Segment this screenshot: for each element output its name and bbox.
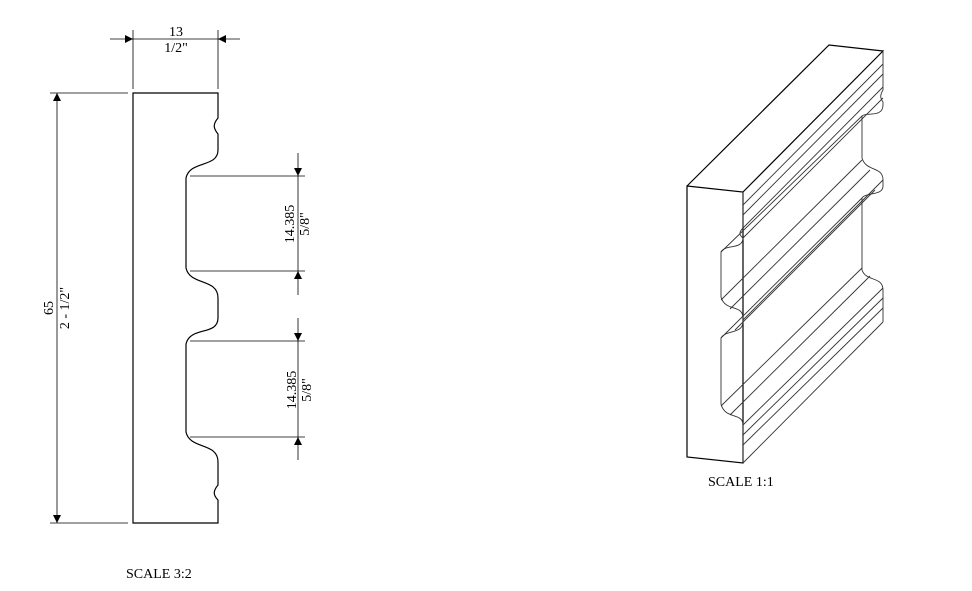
isometric-scale-label: SCALE 1:1: [708, 475, 774, 490]
height-dimension: 65 2 - 1/2": [42, 92, 128, 524]
groove-top-imperial-label: 5/8": [298, 212, 313, 236]
profile-outline: [132, 92, 219, 524]
profile-scale-label: SCALE 3:2: [126, 567, 192, 582]
height-imperial-label: 2 - 1/2": [58, 287, 73, 329]
groove-top-dimension: 14.385 5/8": [190, 153, 313, 295]
groove-bottom-metric-label: 14.385: [285, 371, 300, 410]
groove-bottom-imperial-label: 5/8": [300, 378, 315, 402]
width-dimension: 13 1/2": [110, 25, 240, 89]
groove-bottom-dimension: 14.385 5/8": [190, 318, 315, 460]
width-metric-label: 13: [169, 25, 183, 40]
groove-top-metric-label: 14.385: [283, 205, 298, 244]
height-metric-label: 65: [42, 301, 57, 315]
isometric-view: [686, 44, 885, 464]
profile-section: [132, 92, 219, 524]
width-imperial-label: 1/2": [164, 41, 188, 56]
